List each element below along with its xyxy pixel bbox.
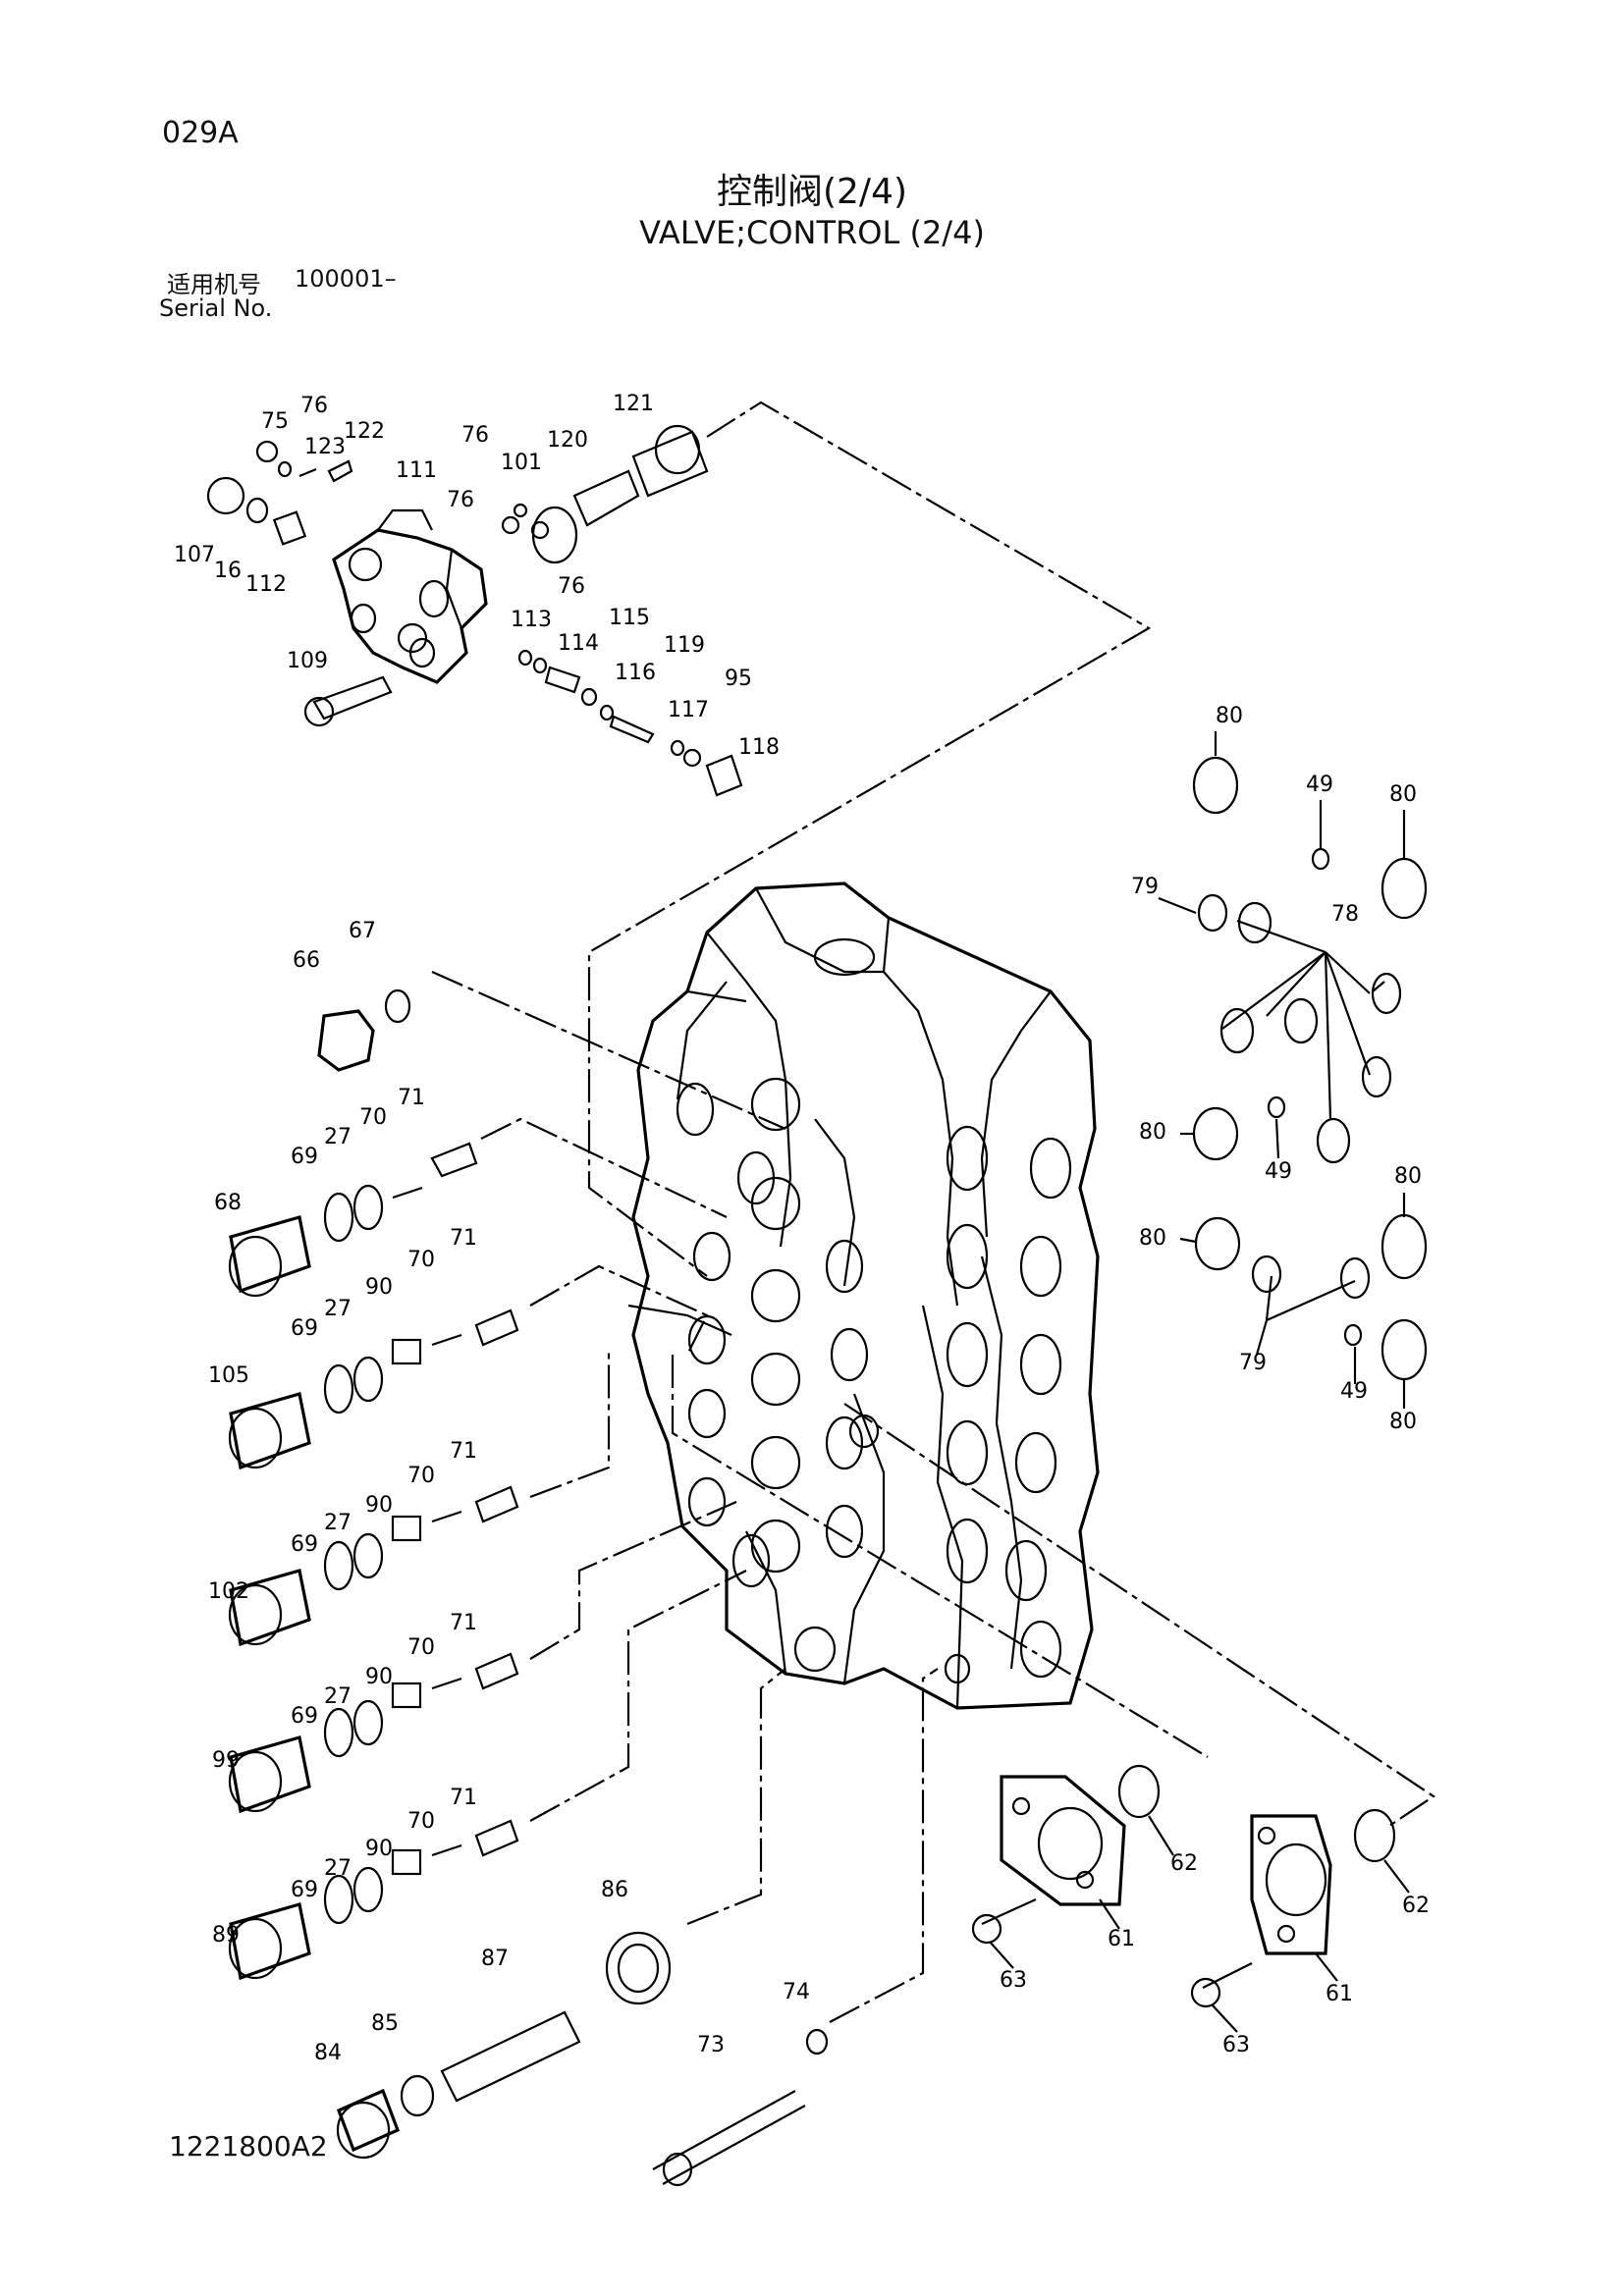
callout-27: 27 <box>324 1125 352 1149</box>
callout-67: 67 <box>349 919 376 943</box>
callout-116: 116 <box>615 661 656 685</box>
assembly-guide-lines <box>431 400 1435 2023</box>
callout-120: 120 <box>547 428 588 453</box>
drawing-number: 1221800A2 <box>169 2130 328 2163</box>
callout-63: 63 <box>1222 2033 1250 2057</box>
callout-71: 71 <box>450 1611 477 1635</box>
callout-73: 73 <box>697 2033 725 2057</box>
callout-70: 70 <box>407 1464 435 1488</box>
callout-78: 78 <box>1331 902 1359 927</box>
callout-80: 80 <box>1389 1410 1417 1434</box>
callout-80: 80 <box>1139 1226 1166 1251</box>
callout-80: 80 <box>1389 782 1417 807</box>
callout-70: 70 <box>407 1248 435 1272</box>
callout-111: 111 <box>396 458 437 483</box>
callout-76: 76 <box>447 488 474 512</box>
callout-76: 76 <box>300 394 328 418</box>
page-code: 029A <box>162 116 239 150</box>
callout-80: 80 <box>1394 1164 1422 1189</box>
callout-86: 86 <box>601 1878 628 1902</box>
callout-27: 27 <box>324 1297 352 1321</box>
callout-102: 102 <box>208 1579 249 1604</box>
callout-70: 70 <box>359 1105 387 1130</box>
callout-122: 122 <box>344 419 385 444</box>
callout-101: 101 <box>501 451 542 475</box>
callout-123: 123 <box>304 435 346 459</box>
relief-valve-assembly <box>206 424 743 797</box>
valve-body <box>627 881 1100 1710</box>
callout-79: 79 <box>1239 1351 1267 1375</box>
callout-117: 117 <box>668 698 709 722</box>
callout-69: 69 <box>291 1316 318 1341</box>
callout-85: 85 <box>371 2011 399 2036</box>
callout-71: 71 <box>450 1226 477 1251</box>
callout-69: 69 <box>291 1145 318 1169</box>
callout-80: 80 <box>1139 1120 1166 1145</box>
title-english: VALVE;CONTROL (2/4) <box>639 214 985 251</box>
serial-number-value: 100001– <box>295 265 397 293</box>
serial-label-chinese: 适用机号 <box>167 271 261 298</box>
callout-84: 84 <box>314 2041 342 2065</box>
callout-61: 61 <box>1108 1927 1135 1951</box>
callout-118: 118 <box>738 735 780 760</box>
callout-75: 75 <box>261 409 289 434</box>
callout-114: 114 <box>558 631 599 656</box>
callout-90: 90 <box>365 1837 393 1861</box>
flange-plates <box>971 1764 1396 2008</box>
callout-99: 99 <box>212 1748 240 1773</box>
callout-16: 16 <box>214 559 242 583</box>
callout-87: 87 <box>481 1947 509 1971</box>
spool-cap-stack <box>228 988 829 2187</box>
callout-115: 115 <box>609 606 650 630</box>
callout-71: 71 <box>450 1786 477 1810</box>
callout-69: 69 <box>291 1532 318 1557</box>
callout-74: 74 <box>783 1980 810 2004</box>
o-ring-set <box>1192 756 1428 1381</box>
callout-labels: 75 76 123 122 111 76 101 120 121 107 16 … <box>174 392 1430 2065</box>
callout-119: 119 <box>664 633 705 658</box>
callout-70: 70 <box>407 1635 435 1660</box>
callout-71: 71 <box>398 1086 425 1110</box>
serial-label-english: Serial No. <box>159 294 273 322</box>
callout-90: 90 <box>365 1493 393 1518</box>
callout-49: 49 <box>1306 773 1333 797</box>
callout-27: 27 <box>324 1856 352 1881</box>
callout-76: 76 <box>461 423 489 448</box>
callout-90: 90 <box>365 1275 393 1300</box>
callout-109: 109 <box>287 649 328 673</box>
callout-80: 80 <box>1216 704 1243 728</box>
callout-113: 113 <box>511 608 552 632</box>
callout-107: 107 <box>174 543 215 567</box>
callout-95: 95 <box>725 667 752 691</box>
callout-105: 105 <box>208 1363 249 1388</box>
callout-27: 27 <box>324 1684 352 1709</box>
callout-121: 121 <box>613 392 654 416</box>
callout-63: 63 <box>1000 1968 1027 1993</box>
callout-69: 69 <box>291 1878 318 1902</box>
callout-79: 79 <box>1131 875 1159 899</box>
callout-70: 70 <box>407 1809 435 1834</box>
callout-112: 112 <box>245 572 287 597</box>
callout-62: 62 <box>1402 1894 1430 1918</box>
callout-90: 90 <box>365 1665 393 1689</box>
callout-62: 62 <box>1170 1851 1198 1876</box>
callout-61: 61 <box>1326 1982 1353 2006</box>
title-chinese: 控制阀(2/4) <box>716 172 908 212</box>
callout-68: 68 <box>214 1191 242 1215</box>
leader-lines <box>989 731 1410 2033</box>
callout-49: 49 <box>1265 1159 1292 1184</box>
callout-76: 76 <box>558 574 585 599</box>
callout-89: 89 <box>212 1923 240 1948</box>
callout-27: 27 <box>324 1511 352 1535</box>
callout-69: 69 <box>291 1704 318 1729</box>
callout-71: 71 <box>450 1439 477 1464</box>
callout-66: 66 <box>293 948 320 973</box>
